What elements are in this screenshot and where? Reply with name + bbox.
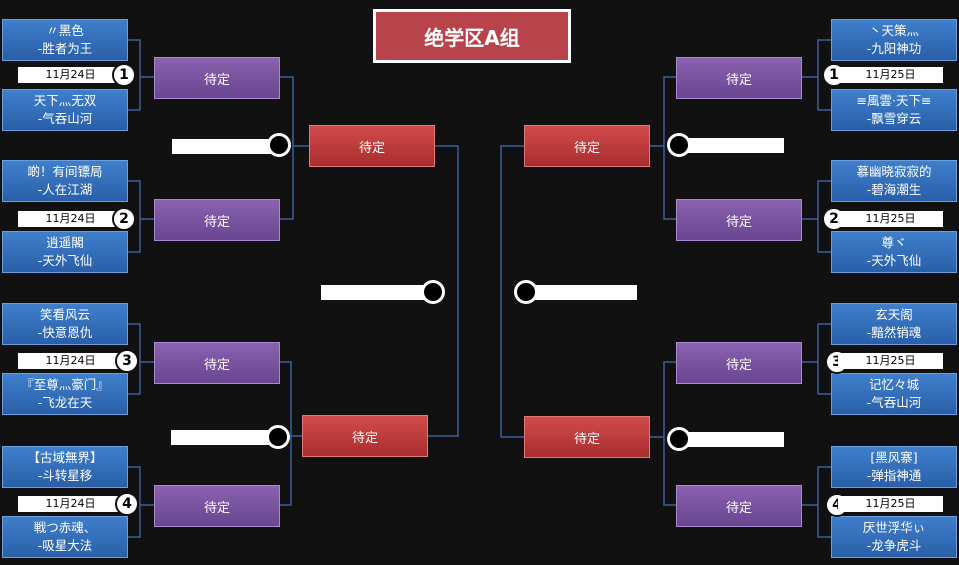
match-number-badge: 3 (115, 349, 139, 373)
team-card: 『至尊灬豪门』 -飞龙在天 (2, 373, 128, 415)
date-placeholder-bar (684, 138, 784, 153)
team-slogan: -人在江湖 (37, 182, 93, 197)
team-name: 玄天阁 (875, 307, 913, 322)
pending-slot: 待定 (154, 342, 280, 384)
team-slogan: -天外飞仙 (866, 253, 922, 268)
team-card: 天下灬无双 -气吞山河 (2, 89, 128, 131)
pending-slot: 待定 (676, 342, 802, 384)
team-slogan: -龙争虎斗 (866, 538, 922, 553)
date-placeholder-bar (171, 430, 271, 445)
match-date: 11月24日 (18, 211, 123, 227)
match-date: 11月24日 (18, 67, 123, 83)
team-name: 【古域無界】 (27, 450, 103, 465)
match-dot (266, 425, 290, 449)
date-placeholder-bar (321, 285, 426, 300)
team-slogan: -气吞山河 (37, 111, 93, 126)
team-slogan: -天外飞仙 (37, 253, 93, 268)
match-number-badge: 4 (115, 492, 139, 516)
date-placeholder-bar (172, 139, 272, 154)
pending-slot: 待定 (676, 485, 802, 527)
semifinal-slot: 待定 (309, 125, 435, 167)
team-slogan: -碧海潮生 (866, 182, 922, 197)
team-slogan: -九阳神功 (866, 41, 922, 56)
team-slogan: -黯然销魂 (866, 325, 922, 340)
pending-slot: 待定 (154, 57, 280, 99)
team-card: 记忆々城 -气吞山河 (831, 373, 957, 415)
group-title: 绝学区A组 (373, 9, 571, 63)
team-slogan: -胜者为王 (37, 41, 93, 56)
match-date: 11月25日 (838, 67, 943, 83)
team-name: 厌世浮华ぃ (862, 520, 926, 535)
match-dot (667, 133, 691, 157)
team-name: 啲！有间镖局 (27, 164, 103, 179)
match-number-badge: 2 (822, 207, 846, 231)
team-name: ≡風雲·天下≡ (856, 93, 932, 108)
team-card: 啲！有间镖局 -人在江湖 (2, 160, 128, 202)
team-name: 慕幽晓寂寂的 (856, 164, 932, 179)
team-name: [黑风寨] (870, 450, 918, 465)
team-slogan: -弹指神通 (866, 468, 922, 483)
team-card: 厌世浮华ぃ -龙争虎斗 (831, 516, 957, 558)
match-dot (667, 427, 691, 451)
team-name: 逍遥閣 (46, 235, 84, 250)
team-name: 天下灬无双 (33, 93, 97, 108)
pending-slot: 待定 (154, 485, 280, 527)
team-card: 笑看风云 -快意恩仇 (2, 303, 128, 345)
match-dot (514, 280, 538, 304)
team-card: 慕幽晓寂寂的 -碧海潮生 (831, 160, 957, 202)
semifinal-slot: 待定 (524, 416, 650, 458)
team-name: 尊ヾ (881, 235, 907, 250)
match-number-badge: 2 (112, 207, 136, 231)
team-card: 丶天策灬 -九阳神功 (831, 19, 957, 61)
team-name: 丶天策灬 (868, 23, 919, 38)
match-dot (421, 280, 445, 304)
match-date: 11月25日 (838, 353, 943, 369)
match-date: 11月24日 (18, 496, 123, 512)
date-placeholder-bar (530, 285, 637, 300)
pending-slot: 待定 (676, 57, 802, 99)
match-dot (267, 133, 291, 157)
team-slogan: -斗转星移 (37, 468, 93, 483)
match-date: 11月24日 (18, 353, 123, 369)
pending-slot: 待定 (676, 199, 802, 241)
team-name: 〃黑色 (46, 23, 84, 38)
team-name: 『至尊灬豪门』 (21, 377, 109, 392)
team-card: 逍遥閣 -天外飞仙 (2, 231, 128, 273)
team-slogan: -吸星大法 (37, 538, 93, 553)
team-name: 记忆々城 (868, 377, 919, 392)
match-number-badge: 1 (112, 63, 136, 87)
team-name: 戦つ赤魂、 (33, 520, 97, 535)
match-date: 11月25日 (838, 496, 943, 512)
team-slogan: -快意恩仇 (37, 325, 93, 340)
team-card: 戦つ赤魂、 -吸星大法 (2, 516, 128, 558)
team-card: 〃黑色 -胜者为王 (2, 19, 128, 61)
semifinal-slot: 待定 (524, 125, 650, 167)
team-card: 尊ヾ -天外飞仙 (831, 231, 957, 273)
team-slogan: -飘雪穿云 (866, 111, 922, 126)
team-slogan: -气吞山河 (866, 395, 922, 410)
team-slogan: -飞龙在天 (37, 395, 93, 410)
team-name: 笑看风云 (39, 307, 90, 322)
match-date: 11月25日 (838, 211, 943, 227)
team-card: 玄天阁 -黯然销魂 (831, 303, 957, 345)
team-card: ≡風雲·天下≡ -飘雪穿云 (831, 89, 957, 131)
date-placeholder-bar (684, 432, 784, 447)
team-card: 【古域無界】 -斗转星移 (2, 446, 128, 488)
semifinal-slot: 待定 (302, 415, 428, 457)
team-card: [黑风寨] -弹指神通 (831, 446, 957, 488)
pending-slot: 待定 (154, 199, 280, 241)
